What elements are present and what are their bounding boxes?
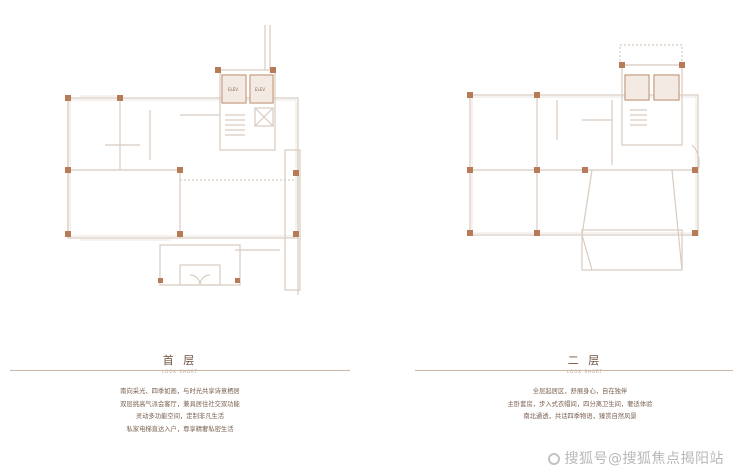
second-floor-caption: 二 层 LOOK SHORT: [555, 352, 615, 374]
elevator-label-2: ELEV.: [255, 87, 266, 92]
divider-line: [415, 370, 733, 371]
sohu-logo-icon: [547, 453, 560, 465]
ground-floor-features: 南向采光、四季如画，与时光共享诗意栖居 双层挑高气派会客厅，兼具居住社交双功能 …: [90, 386, 270, 436]
floor-title: 首 层: [162, 354, 198, 367]
divider-line: [10, 370, 350, 371]
floor-title: 二 层: [567, 354, 603, 367]
feature-line: 私家电梯直达入户，尊享精奢私密生活: [126, 425, 234, 433]
ground-floor-caption: 首 层 LOOK SHORT: [150, 352, 210, 374]
ground-floor-plan: ELEV. ELEV.: [65, 25, 301, 295]
feature-line: 全层起居区，舒展身心，自在独伴: [532, 388, 628, 395]
floor-subtitle: LOOK SHORT: [567, 369, 603, 374]
second-floor-plan: [467, 44, 700, 271]
feature-line: 主卧套房，步入式衣帽间，四分离卫生间，奢适体验: [507, 400, 653, 408]
watermark-text: 搜狐号@搜狐焦点揭阳站: [564, 451, 724, 467]
second-floor-features: 全层起居区，舒展身心，自在独伴 主卧套房，步入式衣帽间，四分离卫生间，奢适体验 …: [480, 386, 680, 424]
feature-line: 南北通透，共话四季物语，臻赏自然风景: [523, 413, 637, 420]
floor-subtitle: LOOK SHORT: [162, 369, 198, 374]
feature-line: 灵动多功能空间，定制非凡生活: [135, 413, 225, 420]
feature-line: 双层挑高气派会客厅，兼具居住社交双功能: [120, 400, 240, 408]
elevator-label-1: ELEV.: [228, 87, 239, 92]
feature-line: 南向采光、四季如画，与时光共享诗意栖居: [120, 388, 240, 395]
watermark: 搜狐号@搜狐焦点揭阳站: [547, 448, 725, 468]
